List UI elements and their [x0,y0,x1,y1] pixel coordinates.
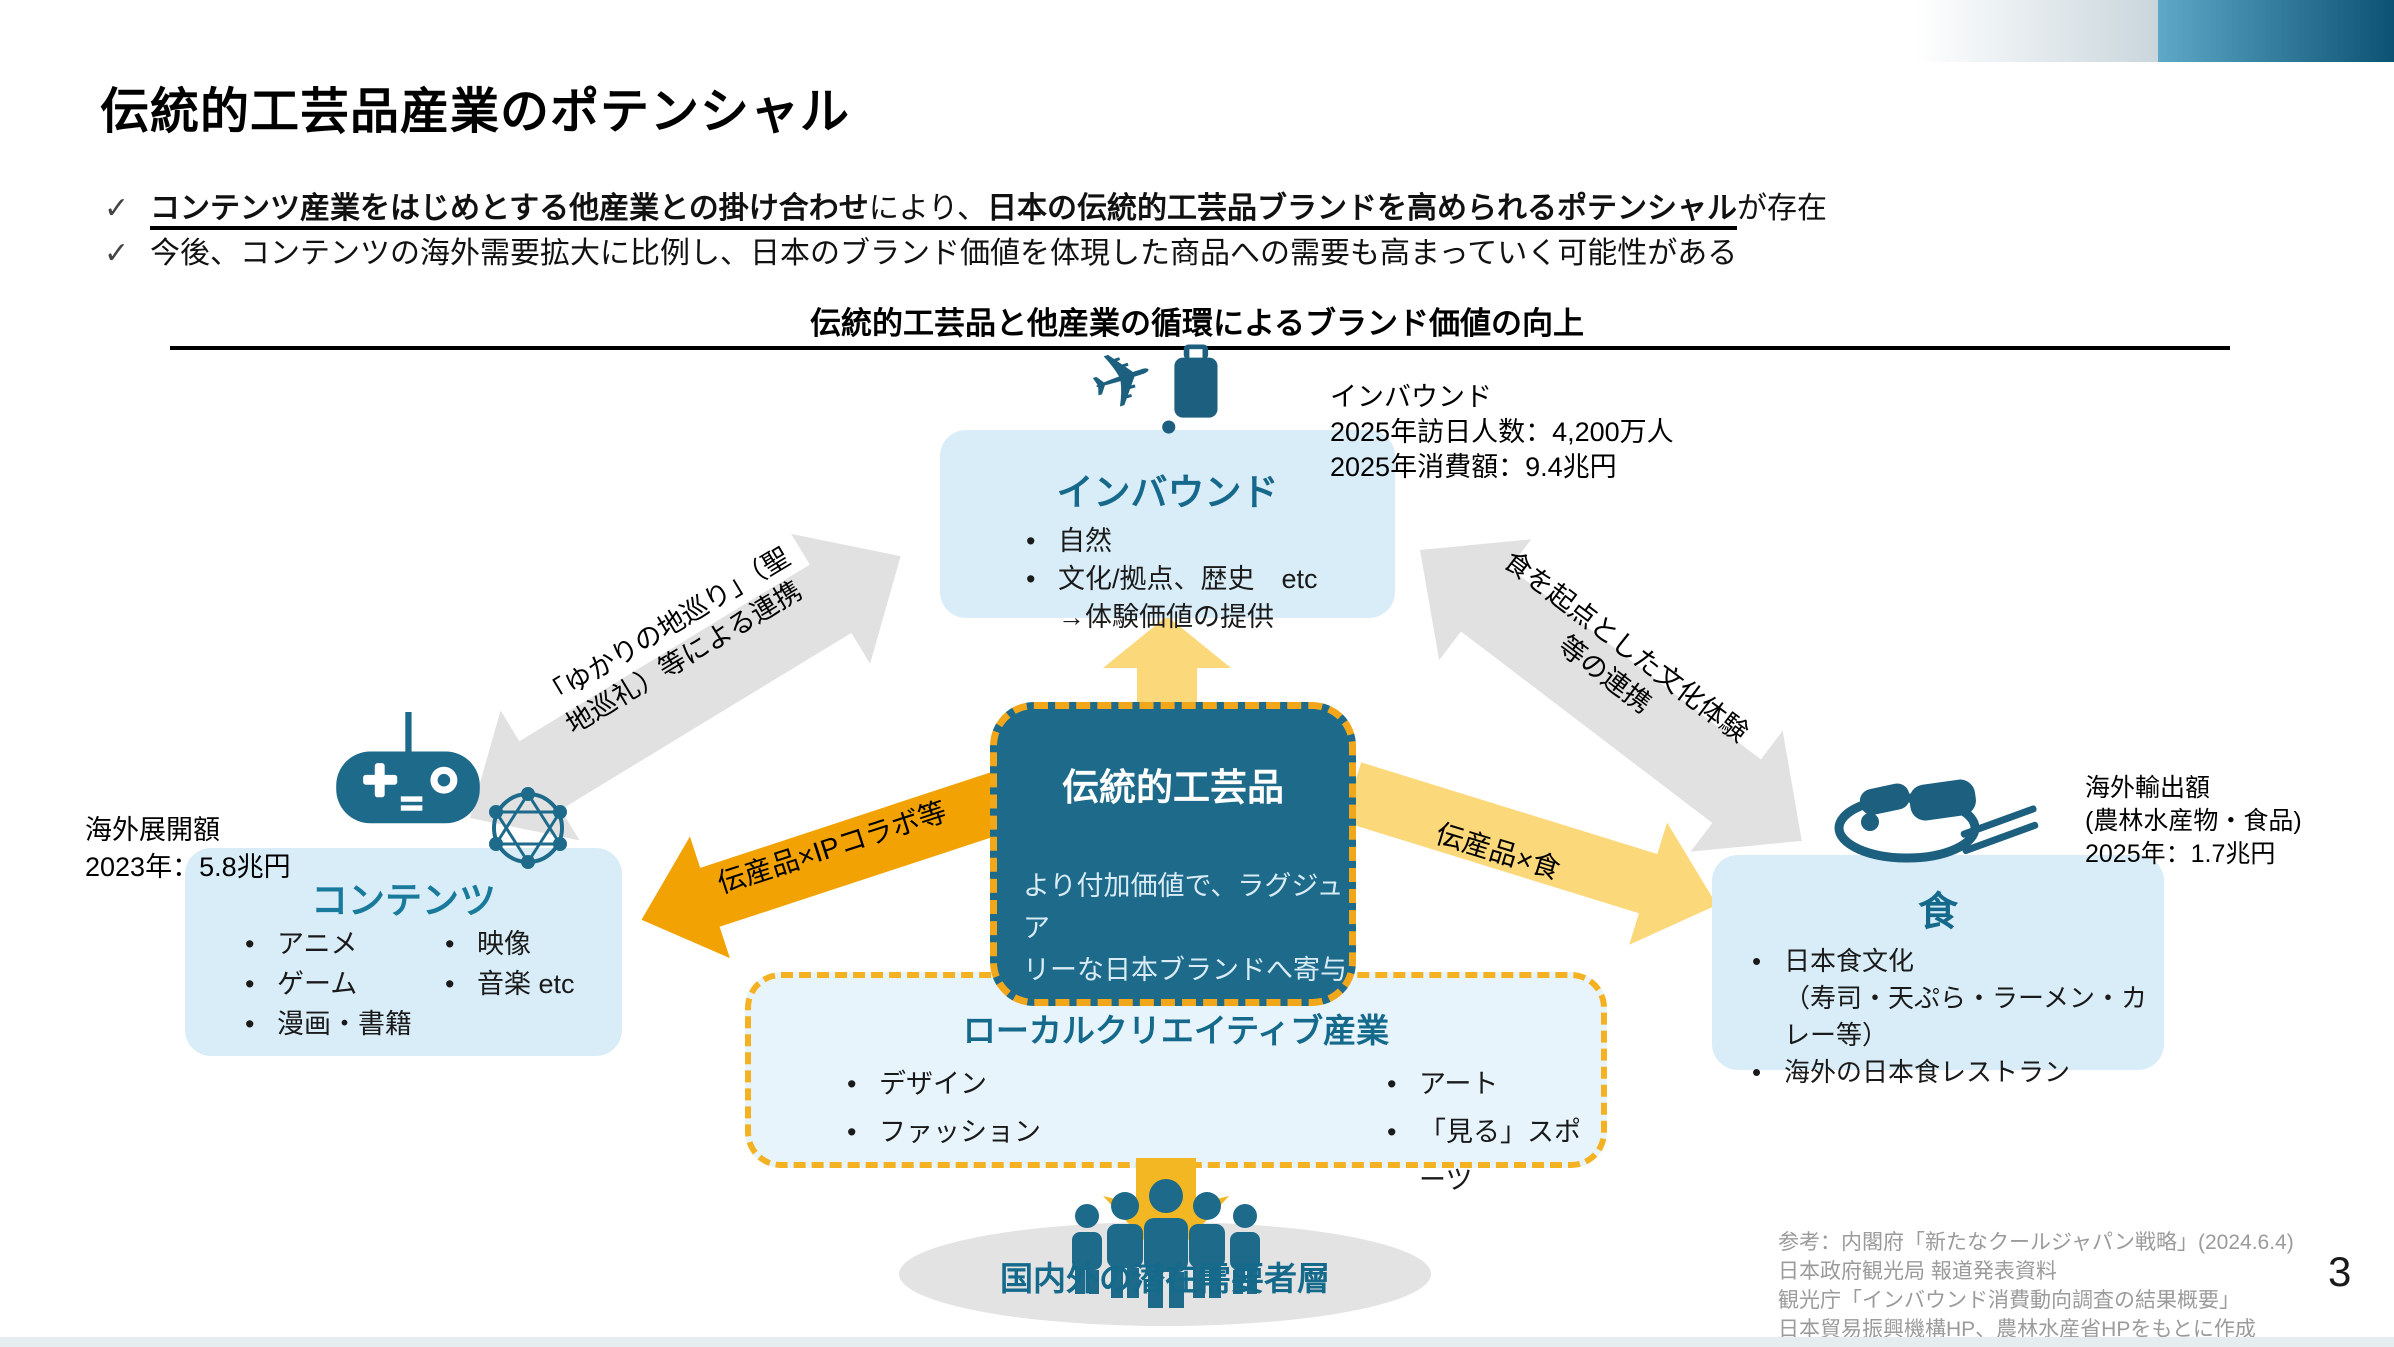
checklist-line-2: ✓ 今後、コンテンツの海外需要拡大に比例し、日本のブランド価値を体現した商品への… [104,231,2154,276]
food-note: 海外輸出額 (農林水産物・食品) 2025年：1.7兆円 [2085,772,2302,871]
check-icon: ✓ [104,192,130,225]
arrow-craft-to-content [641,768,1022,959]
note-line: 2023年：5.8兆円 [85,852,291,882]
craft-box: 伝統的工芸品 より付加価値で、ラグジュア リーな日本ブランドへ寄与 [990,702,1356,1006]
checklist-line-1-text: コンテンツ産業をはじめとする他産業との掛け合わせにより、日本の伝統的工芸品ブラン… [150,186,1827,231]
arrow-content-inbound [470,533,901,841]
game-controller-icon [336,712,480,824]
list-item: 文化/拠点、歴史 etc [1018,560,1318,598]
page-title: 伝統的工芸品産業のポテンシャル [100,85,851,139]
arrow-craft-to-inbound [1103,616,1231,712]
reference-notes: 参考：内閣府「新たなクールジャパン戦略」(2024.6.4) 日本政府観光局 報… [1778,1228,2294,1344]
list-item: 海外の日本食レストラン [1744,1054,2164,1091]
list-item: 日本食文化 [1744,943,2164,980]
diagram-heading: 伝統的工芸品と他産業の循環によるブランド価値の向上 [809,306,1585,341]
corner-decoration-light [1915,0,2158,62]
svg-text:✈: ✈ [1090,329,1166,431]
checklist-line-1: ✓ コンテンツ産業をはじめとする他産業との掛け合わせにより、日本の伝統的工芸品ブ… [104,186,2154,231]
arrow-craft-to-food [1342,762,1717,945]
list-item: 映像 [437,924,575,964]
craft-body-line: リーな日本ブランドへ寄与 [1023,955,1347,985]
list-item: 漫画・書籍 [237,1004,412,1044]
list-item: （寿司・天ぷら・ラーメン・カレー等） [1784,983,2147,1050]
checklist: ✓ コンテンツ産業をはじめとする他産業との掛け合わせにより、日本の伝統的工芸品ブ… [104,186,2154,276]
list-item: 音楽 etc [437,964,575,1004]
airplane-suitcase-icon: ✈ [1090,329,1218,434]
inbound-note: インバウンド 2025年訪日人数：4,200万人 2025年消費額：9.4兆円 [1330,380,1674,485]
list-item: アート [1379,1060,1601,1108]
craft-body-line: より付加価値で、ラグジュア [1023,871,1344,943]
reference-line: 日本貿易振興機構HP、農林水産省HPをもとに作成 [1778,1318,2256,1341]
list-item: 自然 [1018,522,1318,560]
content-label: コンテンツ [311,880,496,921]
list-item: 「見る」スポーツ [1379,1108,1601,1204]
reference-line: 参考：内閣府「新たなクールジャパン戦略」(2024.6.4) [1778,1231,2294,1254]
food-list: 日本食文化 （寿司・天ぷら・ラーメン・カレー等） 海外の日本食レストラン [1744,943,2164,1091]
emphasis-1: コンテンツ産業をはじめとする他産業との掛け合わせ [150,192,869,230]
content-list-right: 映像 音楽 etc [437,924,575,1004]
reference-line: 観光庁「インバウンド消費動向調査の結果概要」 [1778,1289,2240,1312]
inbound-label: インバウンド [1056,472,1279,513]
local-creative-list-left: デザイン ファッション [839,1060,1041,1156]
craft-label: 伝統的工芸品 [1062,767,1284,808]
page-number: 3 [2328,1248,2352,1295]
note-line: (農林水産物・食品) [2085,807,2302,835]
plain-2: が存在 [1737,192,1828,225]
corner-decoration-blue [2158,0,2394,62]
note-line: 海外展開額 [85,815,220,845]
content-note: 海外展開額 2023年：5.8兆円 [85,812,291,886]
inbound-list: 自然 文化/拠点、歴史 etc →体験価値の提供 [1018,522,1318,636]
craft-body: より付加価値で、ラグジュア リーな日本ブランドへ寄与 [1023,865,1349,991]
list-item: ゲーム [237,964,412,1004]
demand-label: 国内外の潜在需要者層 [1000,1260,1330,1297]
network-icon [489,787,567,869]
content-box: コンテンツ アニメ ゲーム 漫画・書籍 映像 音楽 etc [185,848,622,1056]
local-creative-list-right: アート 「見る」スポーツ [1379,1060,1601,1204]
bottom-strip [0,1337,2394,1347]
emphasis-2: 日本の伝統的工芸品ブランドを高められるポテンシャル [987,192,1738,230]
list-item: ファッション [839,1108,1041,1156]
local-creative-label: ローカルクリエイティブ産業 [962,1012,1390,1049]
arrow-food-inbound [1420,539,1802,852]
note-line: 2025年訪日人数：4,200万人 [1330,417,1674,447]
people-group-icon [899,1158,1431,1326]
list-item: アニメ [237,924,412,964]
food-label: 食 [1918,890,1958,934]
content-list-left: アニメ ゲーム 漫画・書籍 [237,924,412,1044]
check-icon: ✓ [104,237,130,270]
checklist-line-2-text: 今後、コンテンツの海外需要拡大に比例し、日本のブランド価値を体現した商品への需要… [150,237,1738,270]
reference-line: 日本政府観光局 報道発表資料 [1778,1260,2057,1283]
note-line: 海外輸出額 [2085,774,2211,802]
note-line: 2025年：1.7兆円 [2085,840,2276,868]
note-line: インバウンド [1330,382,1492,412]
list-item: デザイン [839,1060,1041,1108]
inbound-box: インバウンド 自然 文化/拠点、歴史 etc →体験価値の提供 [940,430,1395,632]
plain-1: により、 [868,192,988,230]
food-box: 食 日本食文化 （寿司・天ぷら・ラーメン・カレー等） 海外の日本食レストラン [1712,855,2164,1091]
note-line: 2025年消費額：9.4兆円 [1330,452,1617,482]
sushi-plate-icon [1834,779,2039,863]
list-item: →体験価値の提供 [1058,602,1274,632]
